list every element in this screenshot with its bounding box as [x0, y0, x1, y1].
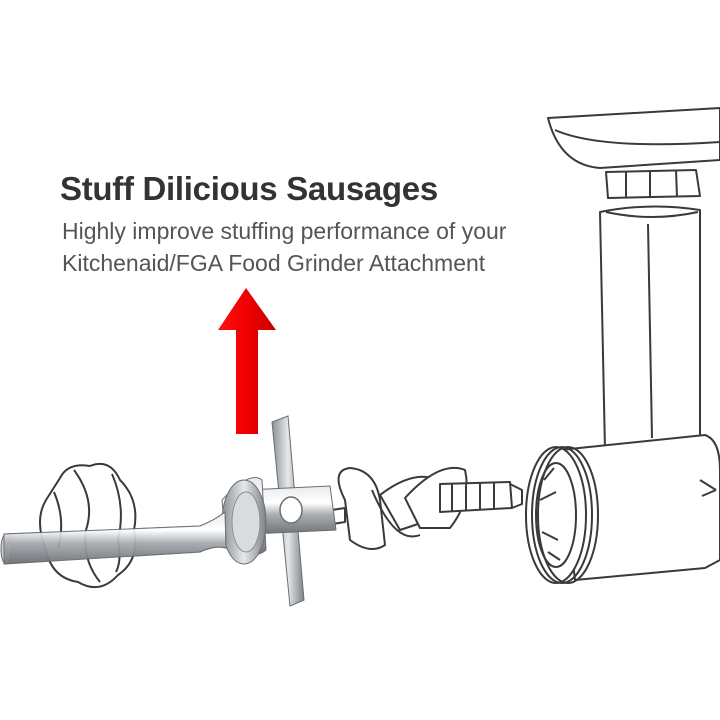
- auger-screw: [317, 466, 523, 550]
- retaining-ring: [39, 462, 137, 589]
- grinder-attachment: [525, 107, 720, 584]
- cutting-blade: [245, 415, 337, 607]
- arrow-up-icon: [218, 288, 276, 434]
- subtext-line-2: Kitchenaid/FGA Food Grinder Attachment: [62, 250, 486, 276]
- headline: Stuff Dilicious Sausages: [60, 170, 438, 207]
- subtext-line-1: Highly improve stuffing performance of y…: [62, 218, 507, 244]
